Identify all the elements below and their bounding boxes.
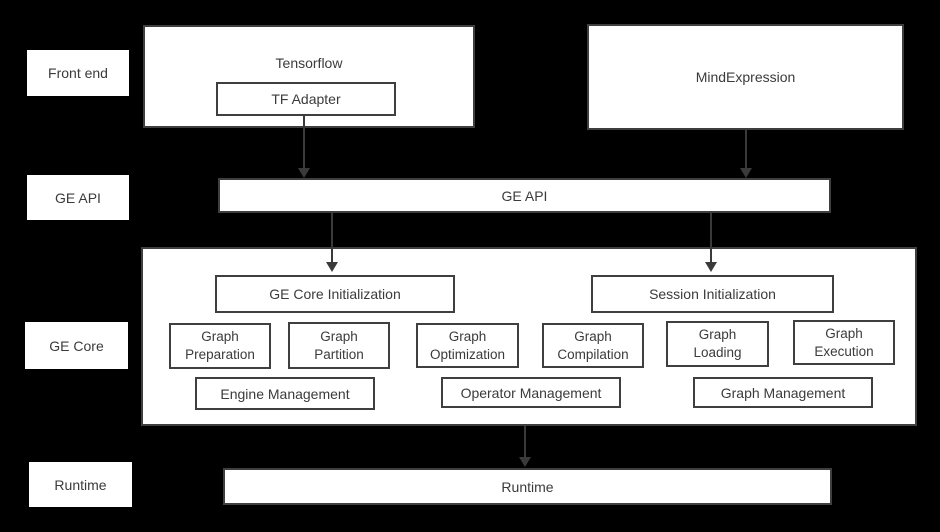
tensorflow-box: Tensorflow TF Adapter: [143, 25, 475, 128]
arrow-stem: [745, 130, 747, 170]
stage-label-line1: Graph: [574, 328, 612, 344]
arrow-stem: [331, 213, 333, 264]
stage-label-line2: Compilation: [557, 346, 629, 362]
ge-api-label: GE API: [501, 187, 548, 204]
session-initialization-label: Session Initialization: [649, 286, 776, 302]
graph-optimization-box: Graph Optimization: [416, 323, 519, 368]
layer-label-runtime: Runtime: [29, 462, 132, 507]
arrow-head-icon: [705, 262, 717, 272]
stage-label-line2: Preparation: [185, 347, 255, 362]
arrow-head-icon: [519, 457, 531, 467]
ge-core-box: GE Core Initialization Session Initializ…: [141, 247, 917, 426]
tf-adapter-label: TF Adapter: [271, 91, 341, 107]
stage-label-line1: Graph: [320, 328, 358, 344]
arrow-stem: [524, 426, 526, 459]
stage-label-line2: Partition: [314, 346, 364, 362]
operator-management-box: Operator Management: [441, 377, 621, 408]
arrow-ge-api-to-ge-core-initialization: [326, 213, 338, 272]
stage-label-line1: Graph: [201, 329, 239, 345]
ge-api-bar: GE API: [218, 178, 831, 213]
stage-label-line2: Loading: [693, 345, 742, 360]
layer-label-text: Front end: [48, 65, 108, 81]
tensorflow-label: Tensorflow: [275, 55, 343, 71]
arrow-tf-adapter-to-ge-api: [298, 114, 310, 178]
graph-execution-box: Graph Execution: [793, 320, 895, 365]
stage-label-line2: Optimization: [429, 346, 506, 362]
layer-label-text: GE Core: [49, 337, 104, 354]
arrow-ge-api-to-session-initialization: [705, 213, 717, 272]
runtime-label: Runtime: [501, 478, 554, 495]
graph-management-label: Graph Management: [720, 384, 846, 401]
graph-partition-box: Graph Partition: [288, 322, 390, 369]
layer-label-front-end: Front end: [27, 50, 129, 96]
mindexpression-box: MindExpression: [587, 24, 904, 130]
arrow-head-icon: [298, 168, 310, 178]
graph-loading-box: Graph Loading: [666, 321, 769, 367]
arrow-head-icon: [326, 262, 338, 272]
ge-core-initialization-box: GE Core Initialization: [215, 275, 455, 313]
engine-management-box: Engine Management: [195, 377, 375, 410]
layer-label-text: Runtime: [54, 476, 107, 493]
layer-label-ge-api: GE API: [27, 175, 129, 220]
stage-label-line1: Graph: [448, 328, 487, 344]
layer-label-text: GE API: [55, 189, 101, 206]
layer-label-ge-core: GE Core: [25, 322, 128, 369]
stage-label-line1: Graph: [825, 325, 863, 341]
tf-adapter-box: TF Adapter: [216, 82, 396, 116]
stage-label-line1: Graph: [698, 327, 737, 343]
session-initialization-box: Session Initialization: [591, 275, 834, 313]
graph-compilation-box: Graph Compilation: [542, 323, 644, 368]
arrow-stem: [710, 213, 712, 264]
arrow-stem: [303, 114, 305, 170]
operator-management-label: Operator Management: [460, 384, 602, 401]
mindexpression-label: MindExpression: [695, 69, 796, 85]
graph-preparation-box: Graph Preparation: [169, 323, 271, 369]
arrow-ge-core-to-runtime: [519, 426, 531, 467]
arrow-mindexpression-to-ge-api: [740, 130, 752, 178]
ge-core-initialization-label: GE Core Initialization: [269, 286, 401, 302]
graph-management-box: Graph Management: [693, 377, 873, 408]
stage-label-line2: Execution: [814, 343, 874, 359]
arrow-head-icon: [740, 168, 752, 178]
engine-management-label: Engine Management: [220, 385, 350, 402]
runtime-bar: Runtime: [223, 468, 832, 505]
